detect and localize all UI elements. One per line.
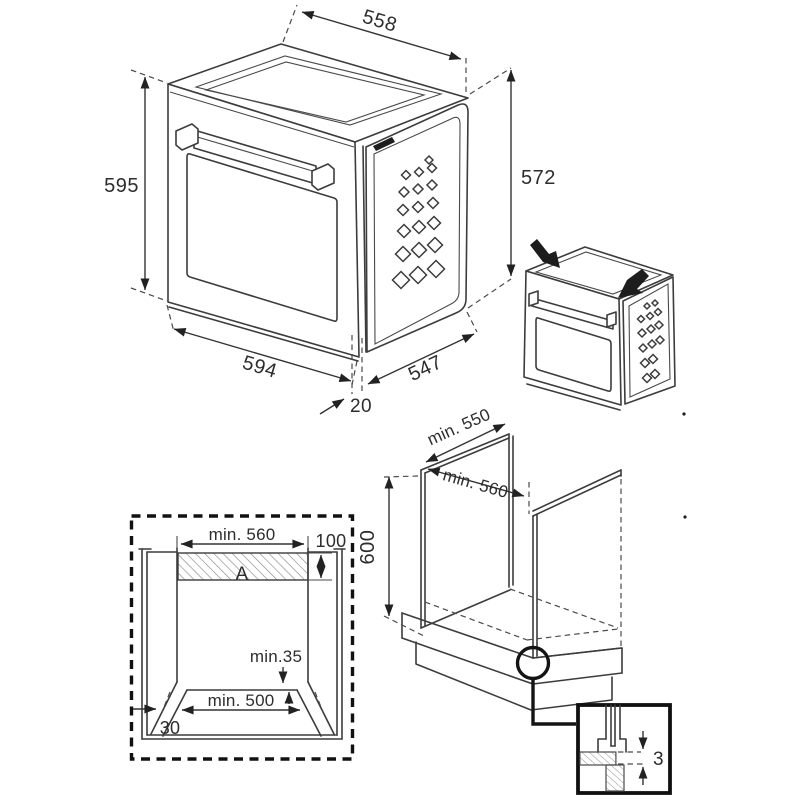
gap-detail-figure: 3 (515, 645, 672, 795)
small-oven-side-face (622, 276, 676, 405)
main-oven-body (167, 43, 469, 362)
dim-rear-clearance: min.35 (250, 647, 302, 704)
detail-callout-connector (531, 679, 576, 726)
dim-base-width: min. 500 (181, 691, 301, 715)
dim-door-overhang: 20 (319, 335, 372, 417)
small-oven-door-window (535, 317, 612, 392)
cabinet-figure: 600 min. 550 min. 560 (357, 405, 623, 711)
dim-front-height-label: 595 (104, 175, 139, 197)
insert-arrow-left-icon (530, 239, 560, 268)
niche-figure: A min. 560 100 min.35 min. 500 (129, 514, 355, 761)
dim-rear-clearance-label: min.35 (250, 647, 302, 666)
dim-front-width-label: 594 (240, 352, 280, 383)
cabinet-base (401, 588, 623, 711)
dim-cabinet-height-label: 600 (357, 530, 379, 565)
dim-side-gap-label: 30 (160, 718, 181, 738)
cabinet-left-panel (420, 433, 514, 629)
oven-handle (175, 123, 335, 191)
dim-top-width-label: 558 (360, 6, 400, 37)
dim-vent-height: 100 (308, 531, 347, 581)
dim-cabinet-depth: min. 550 (424, 405, 506, 463)
dim-vent-height-label: 100 (316, 531, 347, 551)
dim-cabinet-height: 600 (357, 475, 425, 637)
dim-base-width-label: min. 500 (208, 691, 275, 710)
detail-cross-section (579, 704, 643, 792)
detail-box (576, 703, 672, 795)
vent-area-label: A (235, 564, 248, 585)
dim-front-height: 595 (104, 69, 168, 302)
dim-depth-label: 547 (405, 351, 446, 386)
main-oven-figure: 558 595 572 594 547 (104, 4, 556, 417)
dim-niche-width: min. 560 (176, 525, 309, 549)
dim-niche-width-label: min. 560 (209, 525, 276, 544)
vent-area: A (177, 552, 309, 585)
dim-side-height: 572 (467, 67, 556, 309)
small-oven-handle (528, 290, 617, 330)
dim-side-height-label: 572 (521, 167, 556, 189)
lift-in-oven-figure (523, 239, 687, 519)
dim-bottom-gap-label: 3 (653, 749, 664, 770)
insert-arrow-right-icon (618, 269, 649, 298)
dim-cabinet-inner-width-label: min. 560 (441, 465, 510, 502)
scan-speck (682, 412, 686, 416)
dim-side-gap: 30 (133, 704, 181, 738)
dim-door-overhang-label: 20 (350, 396, 372, 417)
niche-dashed-border (129, 514, 355, 761)
oven-door-window (186, 153, 338, 322)
dim-cabinet-inner-width: min. 560 (427, 465, 530, 514)
scan-speck (683, 515, 687, 519)
niche-walls (138, 547, 346, 740)
dim-bottom-gap: 3 (638, 731, 664, 785)
detail-callout-circle (515, 645, 551, 681)
dim-cabinet-depth-label: min. 550 (424, 405, 493, 450)
vent-slot (373, 137, 395, 151)
